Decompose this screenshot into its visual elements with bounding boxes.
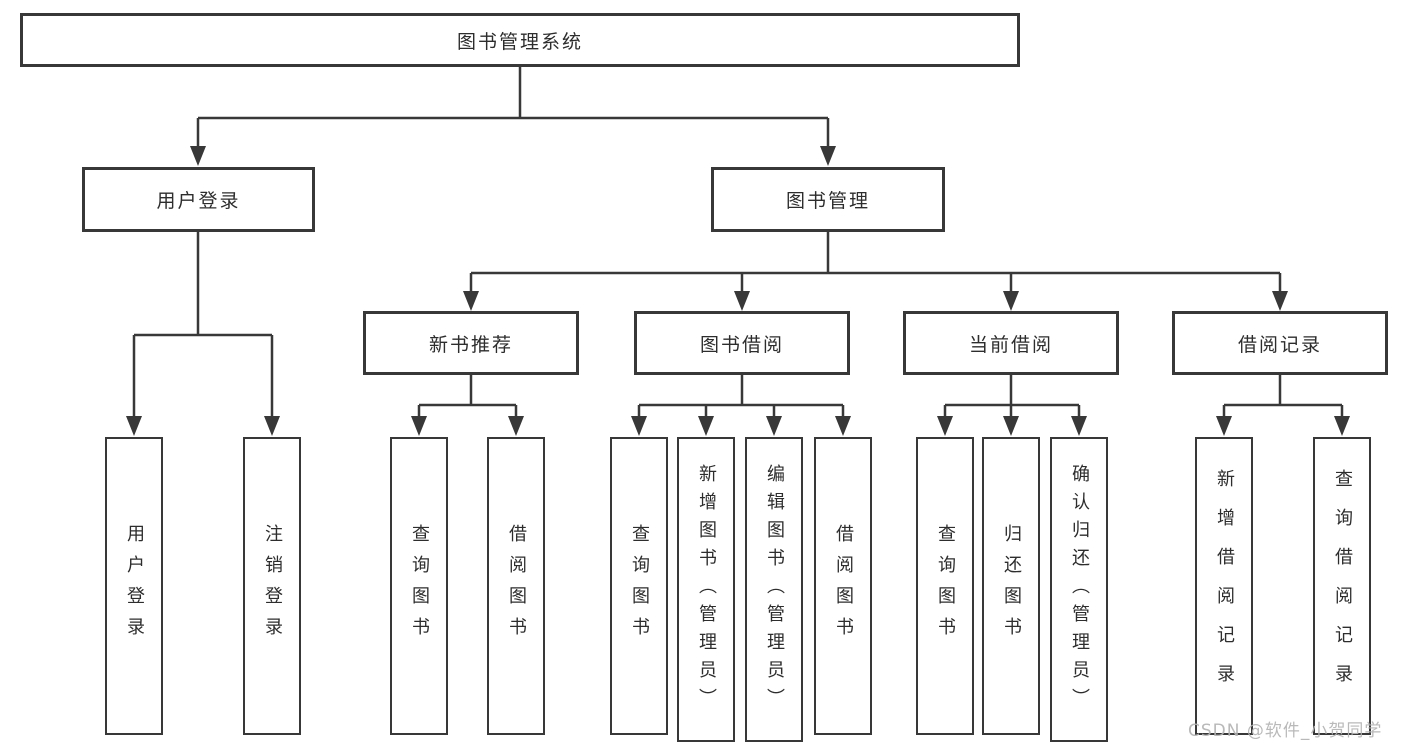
node-borrowing-records: 借阅记录 <box>1172 311 1388 375</box>
leaf-return-books-label: 归还图书 <box>1001 524 1022 648</box>
node-book-management-label: 图书管理 <box>785 190 870 212</box>
leaf-add-books-admin: 新增图书（管理员） <box>677 437 735 742</box>
leaf-user-login: 用户登录 <box>105 437 163 735</box>
leaf-recommend-borrow-books-label: 借阅图书 <box>506 524 527 648</box>
leaf-edit-books-admin-label: 编辑图书（管理员） <box>764 463 785 716</box>
leaf-edit-books-admin: 编辑图书（管理员） <box>745 437 803 742</box>
leaf-query-borrow-record-label: 查询借阅记录 <box>1332 469 1353 703</box>
leaf-current-query-books: 查询图书 <box>916 437 974 735</box>
leaf-add-borrow-record: 新增借阅记录 <box>1195 437 1253 735</box>
leaf-recommend-query-books-label: 查询图书 <box>409 524 430 648</box>
leaf-recommend-query-books: 查询图书 <box>390 437 448 735</box>
leaf-logout: 注销登录 <box>243 437 301 735</box>
connector-user-login-to-children <box>132 232 274 420</box>
node-user-login-label: 用户登录 <box>156 190 241 212</box>
leaf-recommend-borrow-books: 借阅图书 <box>487 437 545 735</box>
node-current-borrowing-label: 当前借阅 <box>968 333 1053 356</box>
arrowheads <box>126 146 1350 436</box>
leaf-query-borrow-record: 查询借阅记录 <box>1313 437 1371 735</box>
node-book-borrowing: 图书借阅 <box>634 311 850 375</box>
leaf-borrowing-borrow-books-label: 借阅图书 <box>833 524 854 648</box>
connector-current-borrow-to-children <box>943 375 1081 420</box>
leaf-current-query-books-label: 查询图书 <box>935 524 956 648</box>
watermark: CSDN @软件_小贺同学 <box>1188 721 1383 741</box>
node-root: 图书管理系统 <box>20 13 1020 67</box>
node-borrowing-records-label: 借阅记录 <box>1237 333 1322 356</box>
connector-new-book-to-children <box>417 375 518 420</box>
leaf-borrowing-borrow-books: 借阅图书 <box>814 437 872 735</box>
connector-book-borrow-to-children <box>637 375 845 420</box>
leaf-add-borrow-record-label: 新增借阅记录 <box>1214 469 1235 703</box>
leaf-confirm-return-admin-label: 确认归还（管理员） <box>1069 463 1090 716</box>
node-root-label: 图书管理系统 <box>456 30 583 53</box>
node-current-borrowing: 当前借阅 <box>903 311 1119 375</box>
connector-book-mgmt-to-sections <box>469 232 1282 295</box>
leaf-borrowing-query-books-label: 查询图书 <box>629 524 650 648</box>
leaf-confirm-return-admin: 确认归还（管理员） <box>1050 437 1108 742</box>
leaf-add-books-admin-label: 新增图书（管理员） <box>696 463 717 716</box>
leaf-borrowing-query-books: 查询图书 <box>610 437 668 735</box>
node-new-book-recommendation-label: 新书推荐 <box>428 333 513 356</box>
node-user-login: 用户登录 <box>82 167 315 232</box>
leaf-logout-label: 注销登录 <box>262 524 283 648</box>
node-new-book-recommendation: 新书推荐 <box>363 311 579 375</box>
leaf-user-login-label: 用户登录 <box>124 524 145 648</box>
leaf-return-books: 归还图书 <box>982 437 1040 735</box>
node-book-borrowing-label: 图书借阅 <box>699 333 784 356</box>
connector-root-to-level2 <box>196 67 830 150</box>
node-book-management: 图书管理 <box>711 167 945 232</box>
connector-borrow-record-to-children <box>1222 375 1344 420</box>
